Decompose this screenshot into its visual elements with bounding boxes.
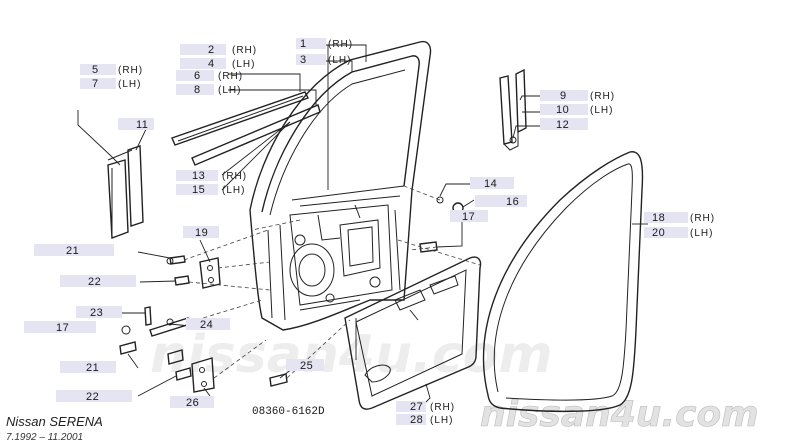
part-label-24: 24 bbox=[200, 319, 213, 331]
part-label-15: 15 bbox=[192, 184, 205, 196]
part-label-22a: 22 bbox=[88, 276, 101, 288]
model-dates: 7.1992 – 11.2001 bbox=[6, 432, 83, 443]
weatherstrip-drawing bbox=[482, 151, 644, 413]
part-label-23: 23 bbox=[90, 307, 103, 319]
side-rh-5: (RH) bbox=[118, 65, 143, 76]
part-label-19: 19 bbox=[195, 227, 208, 239]
part-code: 08360-6162D bbox=[252, 406, 325, 418]
part-label-25: 25 bbox=[300, 360, 313, 372]
side-rh-2: (RH) bbox=[232, 45, 257, 56]
connection-lines bbox=[183, 185, 481, 379]
side-lh-4: (LH) bbox=[232, 59, 255, 70]
side-lh-3: (LH) bbox=[328, 55, 351, 66]
part-labels: 1 (RH) 3 (LH) 2 (RH) 4 (LH) 5 (RH) 7 (LH… bbox=[56, 38, 715, 426]
window-channel-drawing bbox=[499, 68, 527, 151]
part-label-4: 4 bbox=[208, 58, 215, 70]
part-label-7: 7 bbox=[92, 78, 99, 90]
part-label-18: 18 bbox=[652, 212, 665, 224]
part-label-12: 12 bbox=[556, 119, 569, 131]
part-label-10: 10 bbox=[556, 104, 569, 116]
part-label-16: 16 bbox=[506, 196, 519, 208]
part-label-17b: 17 bbox=[56, 322, 69, 334]
leader-lines bbox=[77, 44, 648, 409]
part-label-27: 27 bbox=[410, 401, 423, 413]
part-label-28: 28 bbox=[410, 414, 423, 426]
part-label-1: 1 bbox=[300, 38, 307, 50]
side-rh-13: (RH) bbox=[222, 171, 247, 182]
part-label-21a: 21 bbox=[66, 245, 79, 257]
door-shell-drawing bbox=[249, 40, 432, 331]
side-rh-27: (RH) bbox=[430, 402, 455, 413]
part-label-14: 14 bbox=[484, 178, 497, 190]
part-label-17a: 17 bbox=[462, 211, 475, 223]
side-rh-18: (RH) bbox=[690, 213, 715, 224]
side-rh-9: (RH) bbox=[590, 91, 615, 102]
part-label-2: 2 bbox=[208, 44, 215, 56]
part-label-6: 6 bbox=[194, 70, 201, 82]
part-label-5: 5 bbox=[92, 64, 99, 76]
sash-channel-drawing bbox=[107, 145, 144, 239]
door-trim-drawing bbox=[344, 256, 482, 410]
side-rh-6: (RH) bbox=[218, 71, 243, 82]
side-lh-10: (LH) bbox=[590, 105, 613, 116]
part-label-22b: 22 bbox=[86, 391, 99, 403]
part-label-26: 26 bbox=[186, 397, 199, 409]
side-lh-28: (LH) bbox=[430, 415, 453, 426]
side-rh-1: (RH) bbox=[328, 39, 353, 50]
watermark-corner: nissan4u.com bbox=[480, 394, 759, 435]
side-lh-7: (LH) bbox=[118, 79, 141, 90]
part-label-9: 9 bbox=[560, 90, 567, 102]
part-label-3: 3 bbox=[300, 54, 307, 66]
side-lh-15: (LH) bbox=[222, 185, 245, 196]
part-label-21b: 21 bbox=[86, 362, 99, 374]
part-label-11: 11 bbox=[136, 119, 148, 131]
side-lh-8: (LH) bbox=[218, 85, 241, 96]
part-label-13: 13 bbox=[192, 170, 205, 182]
part-label-20: 20 bbox=[652, 227, 665, 239]
part-label-8: 8 bbox=[194, 84, 201, 96]
side-lh-20: (LH) bbox=[690, 228, 713, 239]
hinge-drawing bbox=[119, 196, 464, 393]
model-title: Nissan SERENA bbox=[6, 414, 103, 429]
label-highlights bbox=[24, 38, 688, 425]
molding-drawing bbox=[171, 91, 321, 166]
